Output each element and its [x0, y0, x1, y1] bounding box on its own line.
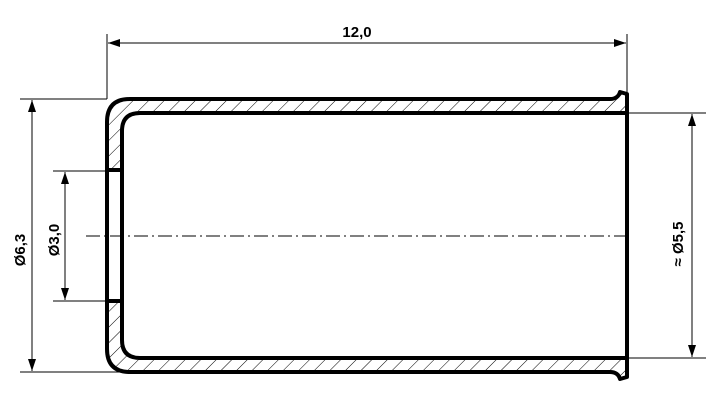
flange-diameter-dimension: ≈ Ø5,5 — [627, 112, 706, 359]
outer-diameter-label: Ø6,3 — [12, 234, 29, 267]
flange-diameter-label: ≈ Ø5,5 — [670, 222, 687, 267]
length-dimension: 12,0 — [106, 24, 628, 99]
length-label: 12,0 — [342, 24, 371, 41]
hole-diameter-label: Ø3,0 — [46, 224, 63, 257]
outer-diameter-dimension: Ø6,3 — [12, 98, 130, 373]
sleeve-body — [105, 90, 629, 381]
hole-diameter-dimension: Ø3,0 — [46, 170, 107, 302]
